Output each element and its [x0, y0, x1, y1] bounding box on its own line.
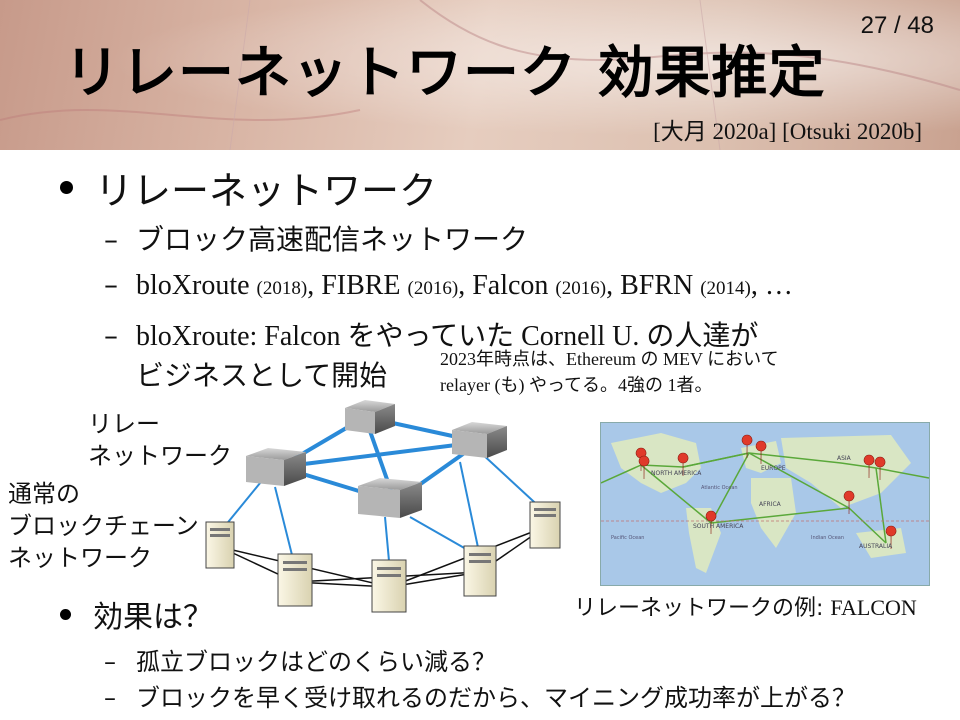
map-pin	[741, 434, 753, 459]
example-name: Falcon	[472, 270, 549, 301]
sub-bullet-examples: – bloXroute (2018), FIBRE (2016), Falcon…	[104, 268, 793, 302]
page-title: リレーネットワーク 効果推定	[64, 41, 826, 106]
example-name: BFRN	[620, 270, 694, 301]
normal-label-line2: ブロックチェーン	[8, 512, 199, 540]
example-name: bloXroute	[136, 270, 250, 301]
falcon-world-map: NORTH AMERICA EUROPE ASIA AFRICA SOUTH A…	[600, 422, 930, 586]
normal-label-line3: ネットワーク	[8, 544, 152, 572]
relay-label-line2: ネットワーク	[88, 442, 232, 470]
map-label-atlantic: Atlantic Ocean	[701, 485, 738, 491]
normal-label-line1: 通常の	[8, 480, 80, 508]
example-name: FIBRE	[321, 270, 401, 301]
dash: –	[104, 648, 116, 676]
relay-server	[452, 422, 507, 458]
dash: –	[104, 223, 118, 256]
bullet-relay-network: リレーネットワーク	[60, 160, 437, 215]
node-computer	[463, 545, 497, 597]
sub-bullet-text: ブロック高速配信ネットワーク	[136, 223, 529, 256]
sub-bullet-text-line2: ビジネスとして開始	[136, 359, 388, 392]
map-pin	[755, 440, 767, 465]
sub-bullet-text-line1: bloXroute: Falcon をやっていた Cornell U. の人達が	[136, 321, 759, 352]
map-label-pacific: Pacific Ocean	[611, 535, 645, 541]
bullet-dot	[60, 181, 73, 194]
map-caption: リレーネットワークの例: FALCON	[574, 590, 917, 622]
node-computer	[205, 521, 235, 569]
map-pin	[874, 456, 886, 481]
bullet-dot	[60, 608, 71, 620]
network-diagram	[205, 400, 561, 613]
map-background-decoration	[0, 0, 960, 150]
map-pin	[863, 454, 875, 479]
map-pin	[705, 510, 717, 535]
sub-bullet-text: 孤立ブロックはどのくらい減る？	[136, 648, 496, 676]
note-line2: relayer (も) やってる。4強の 1者。	[440, 375, 713, 395]
sub-bullet-orphan-blocks: – 孤立ブロックはどのくらい減る？	[104, 642, 496, 677]
bullet-text: リレーネットワーク	[95, 169, 438, 213]
relay-label-line1: リレー	[88, 410, 160, 438]
map-caption-name: FALCON	[830, 595, 917, 620]
world-map-svg	[601, 433, 929, 573]
map-caption-text: リレーネットワークの例:	[574, 596, 824, 621]
example-year: (2016)	[407, 278, 459, 299]
dash: –	[104, 268, 118, 301]
note-line1: 2023年時点は、Ethereum の MEV において	[440, 349, 779, 369]
map-label-europe: EUROPE	[761, 465, 786, 472]
citation: [大月 2020a] [Otsuki 2020b]	[653, 119, 922, 144]
dash: –	[104, 319, 118, 352]
relay-network-label: リレー ネットワーク	[88, 408, 232, 472]
example-trail: , …	[750, 270, 793, 301]
relay-server	[358, 478, 422, 518]
example-year: (2016)	[555, 278, 607, 299]
normal-network-label: 通常の ブロックチェーン ネットワーク	[8, 478, 199, 574]
page-number: 27 / 48	[860, 12, 934, 39]
relay-server	[246, 448, 306, 486]
map-pin	[843, 490, 855, 515]
map-pin	[677, 452, 689, 477]
node-computer	[277, 553, 313, 607]
map-pin	[638, 455, 650, 480]
sub-bullet-fast-delivery: – ブロック高速配信ネットワーク	[104, 218, 528, 258]
map-label-asia: ASIA	[837, 455, 851, 462]
node-computer	[529, 501, 561, 549]
sub-bullet-bloxroute: – bloXroute: Falcon をやっていた Cornell U. の人…	[104, 314, 758, 394]
example-year: (2014)	[700, 278, 751, 299]
map-label-indian: Indian Ocean	[811, 535, 845, 541]
map-pin	[885, 525, 897, 550]
bullet-effect: 効果は？	[60, 592, 213, 636]
mev-note: 2023年時点は、Ethereum の MEV において relayer (も)…	[440, 346, 779, 398]
example-list: bloXroute (2018), FIBRE (2016), Falcon (…	[136, 270, 793, 301]
example-year: (2018)	[256, 278, 308, 299]
sub-bullet-mining-success: – ブロックを早く受け取れるのだから、マイニング成功率が上がる？	[104, 678, 856, 713]
dash: –	[104, 684, 116, 712]
node-computer	[371, 559, 407, 613]
map-label-south-america: SOUTH AMERICA	[693, 523, 744, 530]
map-label-north-america: NORTH AMERICA	[651, 470, 702, 477]
slide-header: 27 / 48 リレーネットワーク 効果推定 [大月 2020a] [Otsuk…	[0, 0, 960, 150]
relay-server	[345, 400, 395, 434]
sub-bullet-text: ブロックを早く受け取れるのだから、マイニング成功率が上がる？	[136, 684, 856, 712]
map-label-australia: AUSTRALIA	[859, 543, 893, 550]
bullet-text: 効果は？	[93, 600, 213, 635]
map-label-africa: AFRICA	[759, 501, 781, 508]
